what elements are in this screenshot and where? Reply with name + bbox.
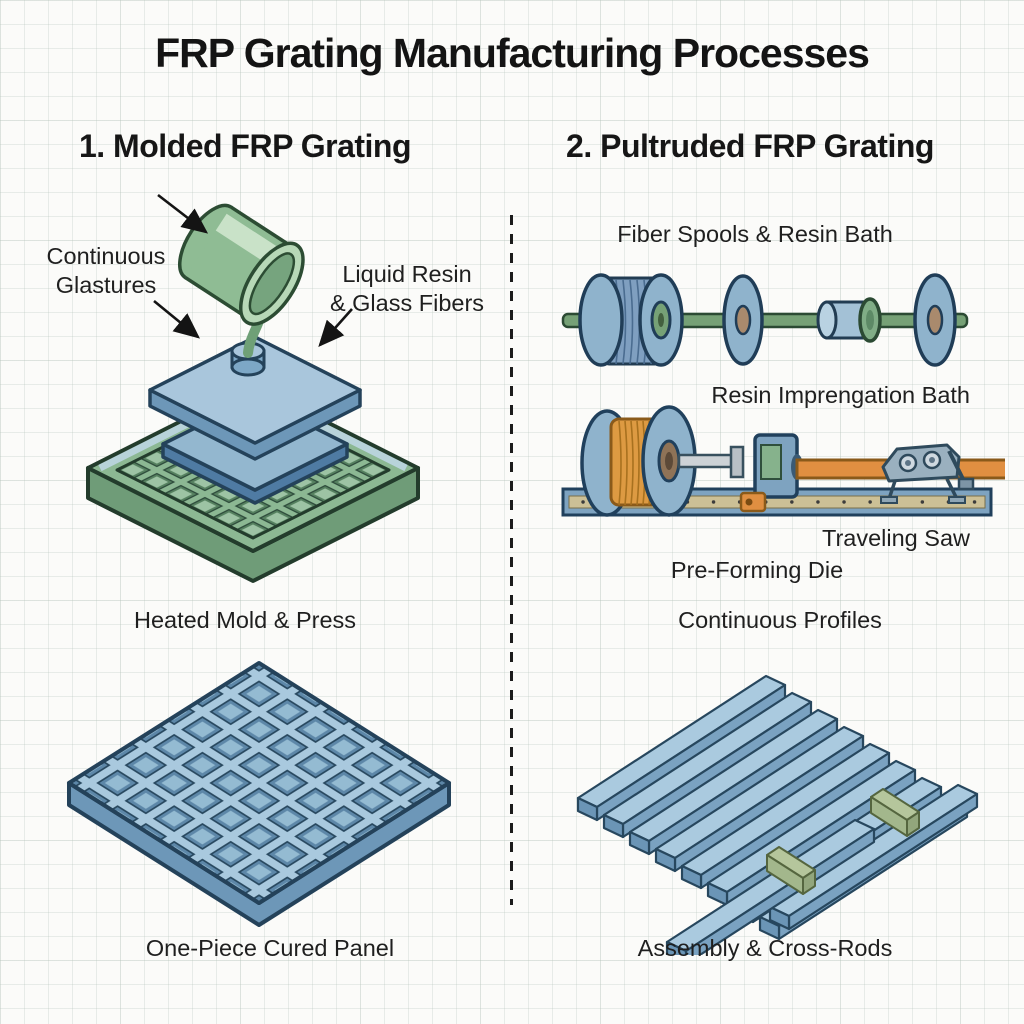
puller-rod	[677, 445, 745, 479]
label-continuous-glastures: Continuous Glastures	[16, 242, 196, 300]
page-title: FRP Grating Manufacturing Processes	[155, 30, 870, 76]
guide-disc	[913, 273, 957, 367]
rail-clamp	[739, 491, 767, 513]
arrow-icon	[153, 193, 353, 347]
label-line: Continuous	[46, 243, 166, 269]
label-assembly-cross-rods: Assembly & Cross-Rods	[637, 935, 893, 961]
press-plates-icon	[148, 335, 362, 505]
section-heading-molded: 1. Molded FRP Grating	[78, 128, 412, 164]
label-traveling-saw: Traveling Saw	[821, 525, 970, 551]
molded-process-illustration	[86, 193, 420, 583]
label-continuous-profiles: Continuous Profiles	[678, 607, 882, 633]
label-heated-mold-press: Heated Mold & Press	[133, 607, 357, 633]
label-line: & Glass Fibers	[329, 290, 485, 316]
cured-panel-icon	[67, 661, 451, 927]
guide-disc	[722, 274, 764, 366]
label-resin-impregnation: Resin Imprengation Bath	[711, 382, 970, 408]
pultrusion-line-icon	[561, 405, 1005, 517]
fiber-spool-line-icon	[561, 273, 969, 367]
label-line: Liquid Resin	[342, 261, 472, 287]
label-one-piece-panel: One-Piece Cured Panel	[145, 935, 395, 961]
section-heading-pultruded: 2. Pultruded FRP Grating	[566, 128, 934, 164]
wound-spool	[578, 273, 684, 367]
section-divider	[510, 215, 513, 905]
label-line: Glastures	[55, 272, 157, 298]
traveling-saw	[880, 443, 975, 504]
resin-bath-cylinder	[816, 297, 882, 343]
label-liquid-resin: Liquid Resin & Glass Fibers	[318, 260, 496, 318]
orange-fiber-spool	[580, 405, 697, 517]
pre-forming-die	[753, 433, 803, 499]
label-pre-forming-die: Pre-Forming Die	[670, 557, 844, 583]
profile-bars-icon	[576, 674, 979, 955]
pouring-bucket-icon	[178, 203, 305, 326]
label-fiber-spools: Fiber Spools & Resin Bath	[617, 221, 893, 247]
